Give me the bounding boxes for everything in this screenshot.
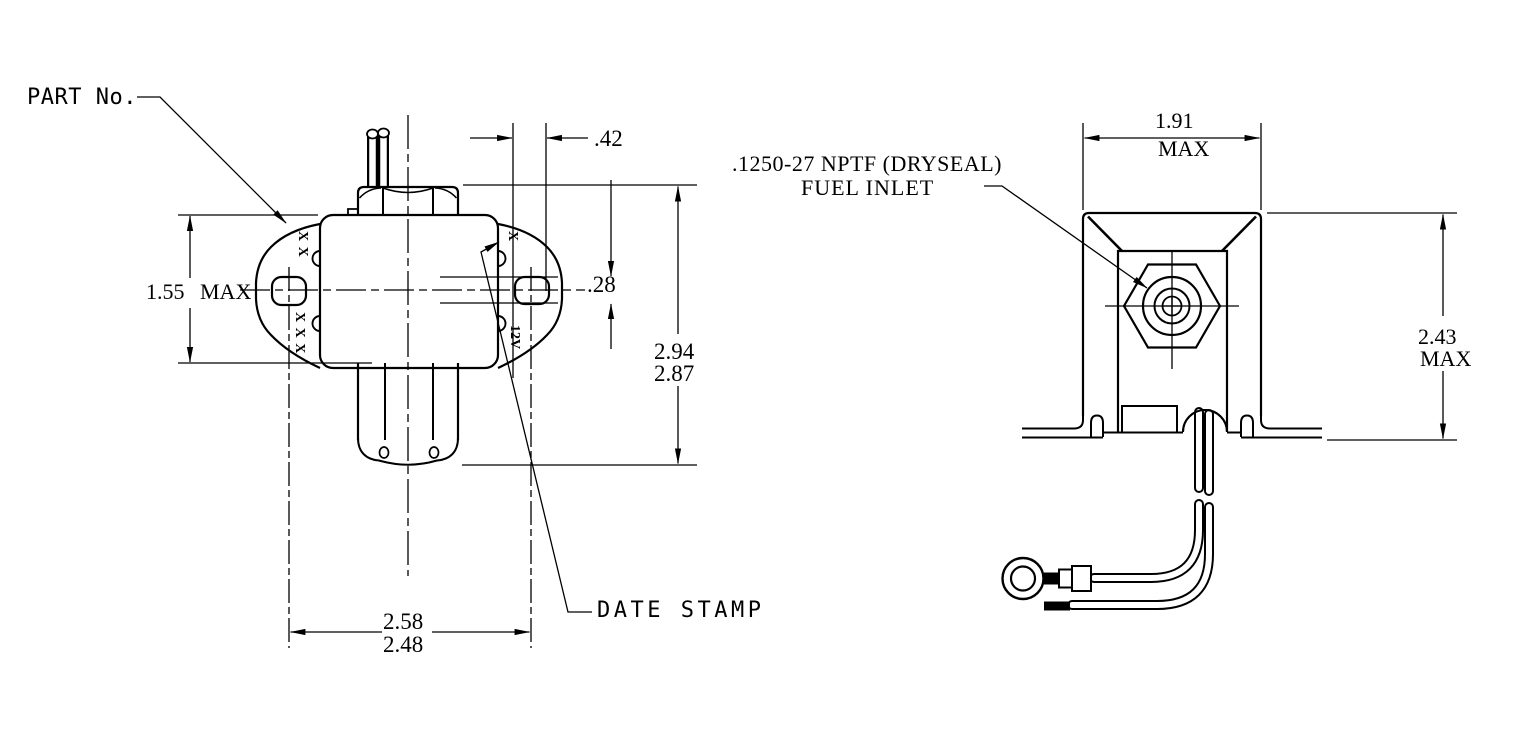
- side-terminal-block: [1121, 405, 1178, 432]
- side-chamfer-left: [1087, 215, 1123, 252]
- dim-height-suffix: MAX: [1420, 346, 1472, 371]
- dim-hole-spacing-upper: 2.58: [383, 609, 424, 634]
- date-stamp-label: DATE STAMP: [597, 598, 765, 623]
- voltage-mark: 12V: [507, 325, 522, 350]
- front-flange-notches: [311, 250, 507, 332]
- fuel-inlet-label-line2: FUEL INLET: [801, 175, 935, 200]
- dim-width-value: 1.91: [1155, 108, 1194, 133]
- side-view: [1001, 211, 1322, 611]
- side-wires: [1067, 407, 1228, 610]
- dimension-lines: [186, 134, 1447, 636]
- dim-body-height: 1.55 MAX: [146, 279, 252, 304]
- dim-overall-height-lower: 2.87: [654, 361, 695, 386]
- date-stamp-leader: [480, 241, 592, 613]
- dim-overall-height-upper: 2.94: [654, 339, 695, 364]
- part-no-label: PART No.: [27, 85, 137, 110]
- dim-height-value: 2.43: [1418, 324, 1457, 349]
- fuel-inlet-leader: [984, 185, 1148, 289]
- dim-slot-width: .28: [587, 272, 616, 297]
- dim-hole-spacing-lower: 2.48: [383, 632, 424, 657]
- side-chamfer-right: [1221, 215, 1257, 252]
- front-bottom-cylinder: [356, 363, 460, 466]
- stripped-wire-end: [1044, 601, 1070, 611]
- stamp-marks-top: X X: [295, 231, 310, 258]
- date-stamp-mark: X: [505, 231, 520, 243]
- side-mounting-feet: [1022, 405, 1322, 439]
- side-housing: [1081, 211, 1263, 416]
- stamp-marks-bottom: X X X: [292, 312, 307, 355]
- front-body: [318, 213, 500, 370]
- front-hex-nut: [347, 185, 460, 215]
- dim-width-suffix: MAX: [1158, 136, 1210, 161]
- extension-lines: [178, 123, 1457, 466]
- fuel-inlet-label-line1: .1250-27 NPTF (DRYSEAL): [732, 151, 1003, 176]
- front-right-flange: [497, 222, 564, 369]
- front-outlet-tubes: [366, 127, 390, 188]
- front-view: [254, 127, 564, 466]
- dim-edge-offset: .42: [594, 126, 623, 151]
- front-left-flange: [254, 222, 321, 369]
- leader-lines: [137, 96, 1148, 613]
- part-no-leader: [137, 96, 287, 224]
- ring-terminal: [1001, 556, 1092, 611]
